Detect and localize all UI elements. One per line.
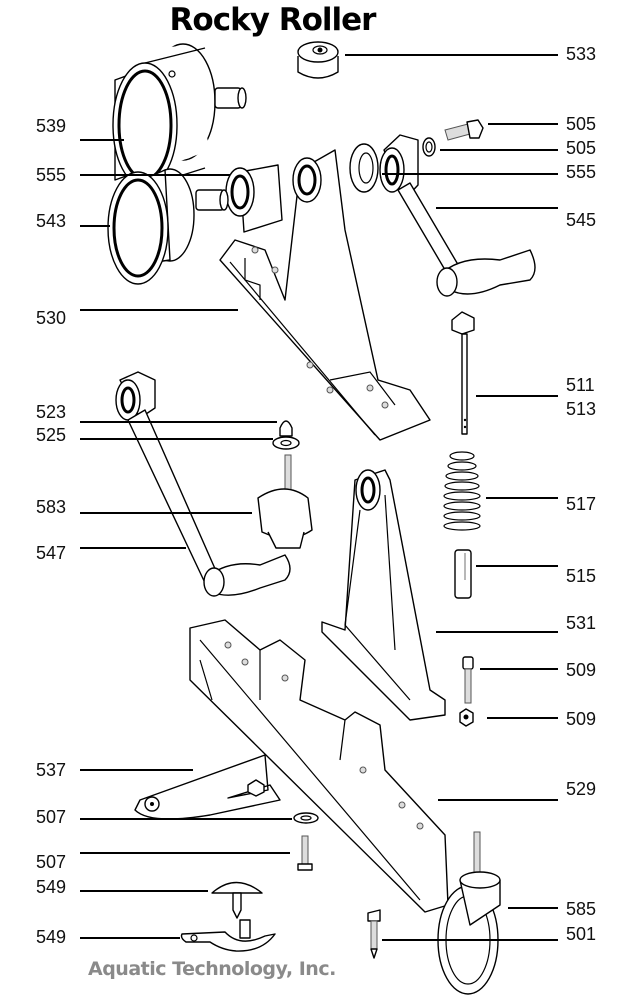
manufacturer-credit: Aquatic Technology, Inc. xyxy=(88,958,336,980)
callout-529: 529 xyxy=(566,779,596,799)
callout-545: 545 xyxy=(566,210,596,230)
callout-505-bolt: 505 xyxy=(566,114,596,134)
part-545-crank-handle xyxy=(379,134,536,297)
part-505-washer xyxy=(422,137,436,157)
callout-507-washer: 507 xyxy=(36,807,66,827)
part-523-acorn-nut xyxy=(279,420,293,437)
callout-509-nut: 509 xyxy=(566,709,596,729)
part-555-bushing-left xyxy=(225,164,283,233)
callout-511: 511 xyxy=(566,375,595,395)
callout-531: 531 xyxy=(566,613,596,633)
part-585-caster xyxy=(437,831,501,995)
part-549-base xyxy=(180,919,276,952)
left-callout-labels: 539 555 543 530 523 525 583 547 537 507 … xyxy=(36,116,66,947)
callout-507-bolt: 507 xyxy=(36,852,66,872)
callout-549-cap: 549 xyxy=(36,877,66,897)
part-509-nut xyxy=(459,708,474,727)
callout-539: 539 xyxy=(36,116,66,136)
diagram-title: Rocky Roller xyxy=(169,2,377,38)
part-515-sleeve xyxy=(454,549,472,599)
callout-523: 523 xyxy=(36,402,66,422)
part-505-bolt xyxy=(444,119,484,141)
part-530-upper-frame xyxy=(219,149,431,441)
callout-555-left: 555 xyxy=(36,165,66,185)
part-537-clamp-bracket xyxy=(134,754,281,820)
part-583-knob xyxy=(257,454,313,549)
callout-509-bolt: 509 xyxy=(566,660,596,680)
callout-537: 537 xyxy=(36,760,66,780)
part-549-cap xyxy=(211,881,263,919)
part-517-spring xyxy=(443,451,481,531)
part-539-roller-end-cap xyxy=(112,43,247,188)
right-callout-labels: 533 505 505 555 545 511 513 517 515 531 … xyxy=(566,44,596,944)
callout-515: 515 xyxy=(566,566,596,586)
part-531-lower-upright xyxy=(321,469,446,721)
part-543-roller-end-cap xyxy=(107,168,229,285)
callout-530: 530 xyxy=(36,308,66,328)
callout-501: 501 xyxy=(566,924,596,944)
callout-517: 517 xyxy=(566,494,596,514)
part-507-bolt xyxy=(297,835,313,871)
part-507-washer xyxy=(293,812,319,824)
part-511-513-lock-pin xyxy=(451,311,475,435)
callout-533: 533 xyxy=(566,44,596,64)
part-555-bushing-right xyxy=(349,143,379,193)
callout-513: 513 xyxy=(566,399,596,419)
part-533-bumper xyxy=(297,41,339,79)
leader-lines xyxy=(80,54,558,941)
callout-549-base: 549 xyxy=(36,927,66,947)
callout-583: 583 xyxy=(36,497,66,517)
callout-525: 525 xyxy=(36,425,66,445)
callout-505-washer: 505 xyxy=(566,138,596,158)
callout-543: 543 xyxy=(36,211,66,231)
callout-585: 585 xyxy=(566,899,596,919)
part-501-screw xyxy=(367,909,381,959)
part-509-bolt xyxy=(462,656,474,704)
callout-547: 547 xyxy=(36,543,66,563)
part-525-washer xyxy=(272,436,300,450)
callout-555-right: 555 xyxy=(566,162,596,182)
part-547-crank-handle xyxy=(115,371,291,597)
part-529-base-frame xyxy=(189,619,449,913)
